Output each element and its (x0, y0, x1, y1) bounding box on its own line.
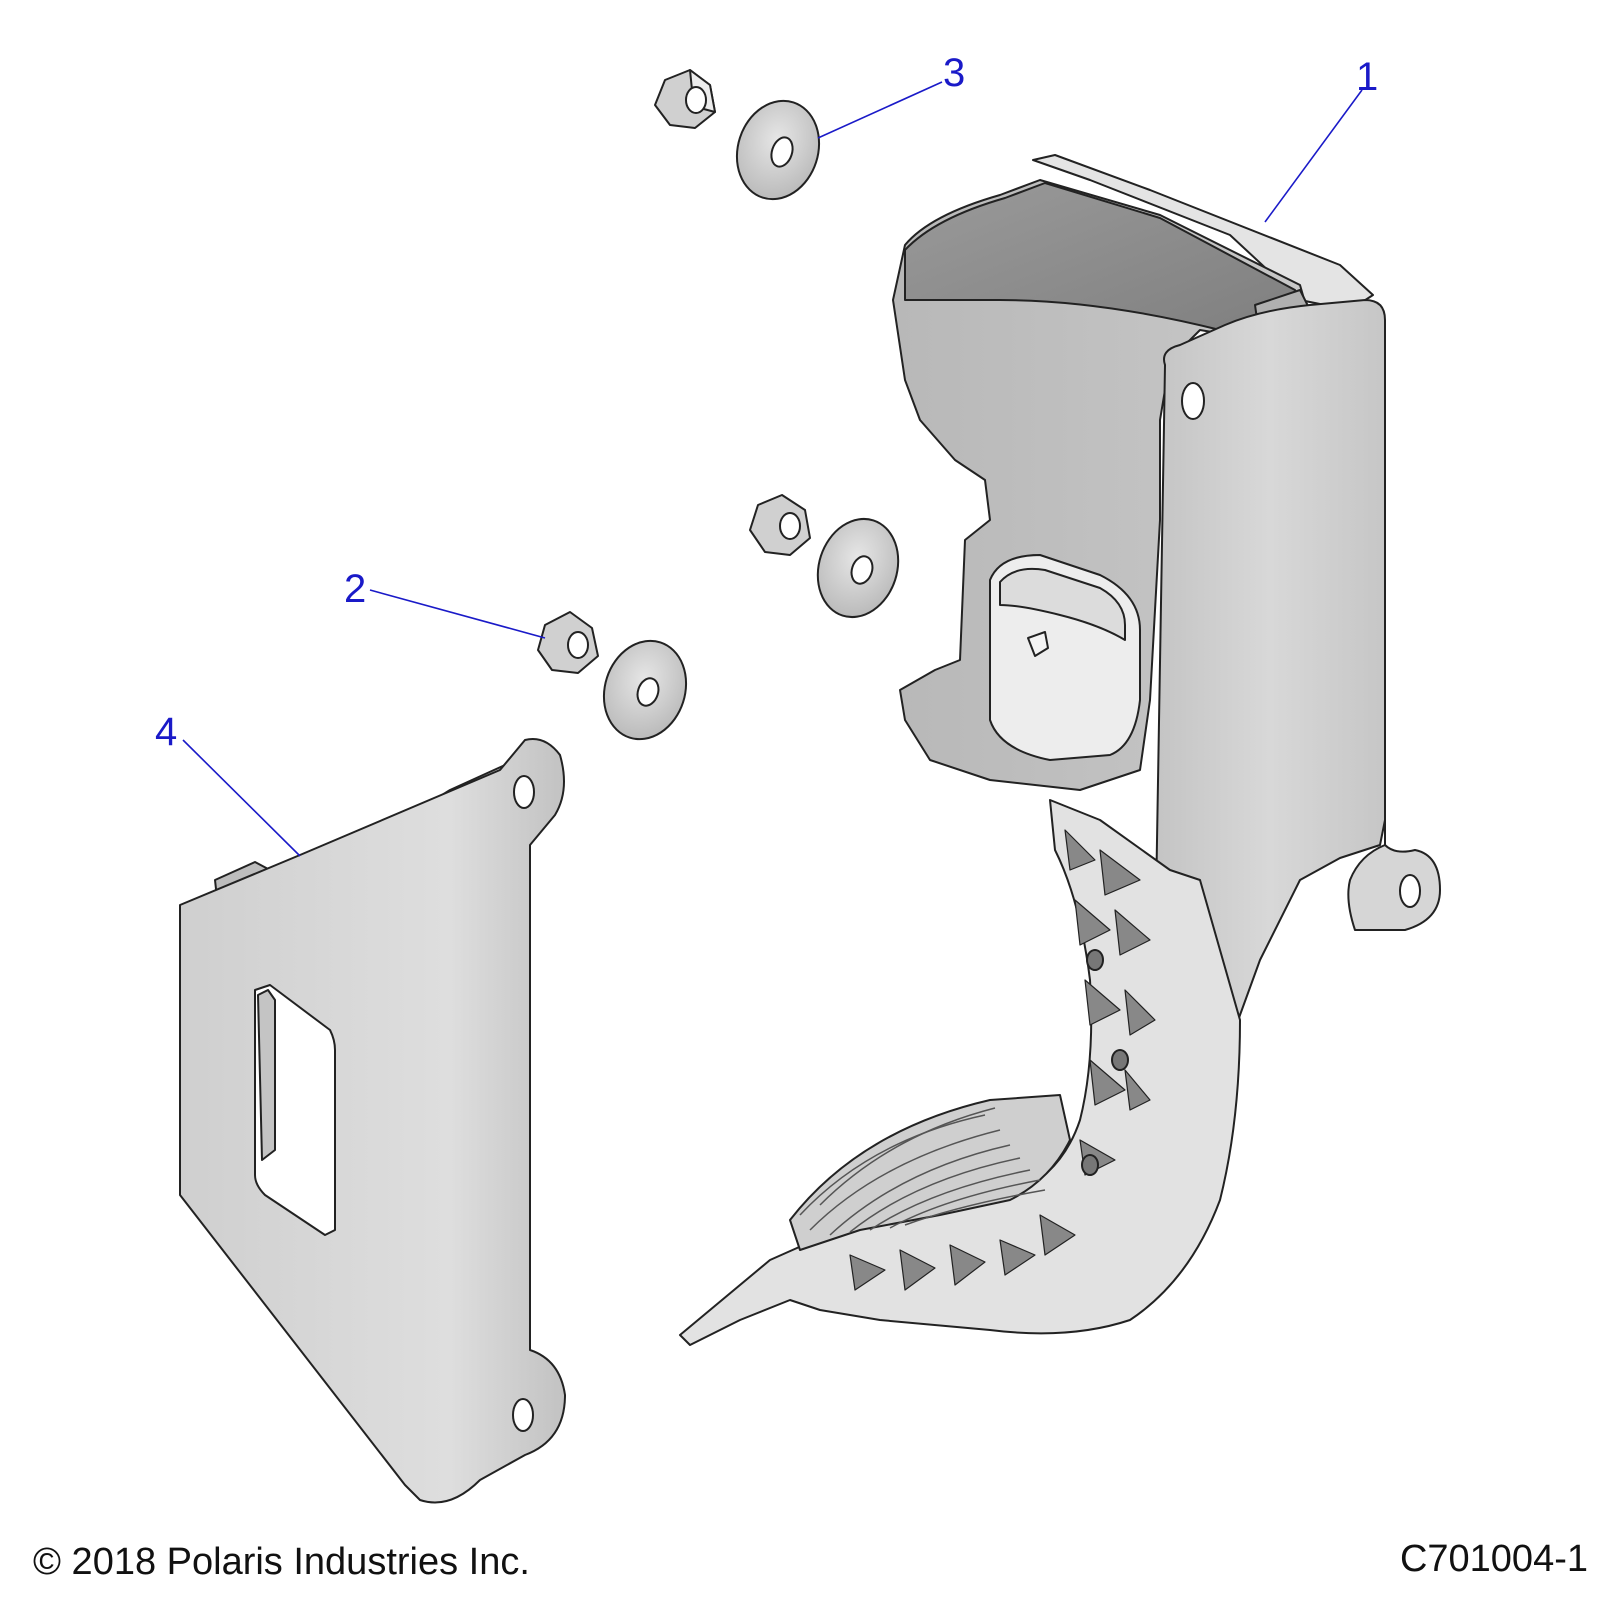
washer-middle-hole (850, 555, 874, 585)
nut-washer-part-3 (654, 69, 821, 201)
housing-top-surface (904, 182, 1306, 341)
bracket-plate (179, 738, 566, 1504)
pedal-assembly-part-1 (679, 154, 1441, 1346)
pedal-arm-hole-3 (1081, 1154, 1099, 1176)
callout-4: 4 (155, 710, 177, 754)
leader-3 (817, 81, 943, 139)
pedal-pad-ribs (799, 1107, 1046, 1236)
callout-1: 1 (1356, 55, 1378, 99)
connector-latch (1027, 631, 1049, 657)
callout-numbers: 1 2 3 4 (155, 51, 1378, 754)
leader-1 (1264, 89, 1363, 223)
nut-washer-part-2 (537, 611, 688, 741)
bracket-cutout-inner (257, 989, 276, 1161)
plate-hole-top (1181, 382, 1205, 420)
callout-3: 3 (943, 51, 965, 95)
pedal-arm-hole-1 (1086, 949, 1104, 971)
leader-4 (182, 739, 301, 857)
nut-middle-hole (779, 512, 801, 540)
nut-lower-hole (567, 631, 589, 659)
callout-leaders (182, 81, 1363, 857)
washer-top-hole (770, 136, 794, 168)
pedal-arm-ribbing (849, 829, 1156, 1291)
washer-lower-hole (636, 677, 660, 707)
callout-2: 2 (344, 567, 366, 611)
bracket-hole-bottom (512, 1398, 534, 1432)
bracket-hole-top (513, 775, 535, 809)
nut-top-hole (685, 86, 707, 114)
leader-2 (369, 589, 546, 639)
connector-face (999, 567, 1126, 641)
drawing-id: C701004-1 (1399, 1538, 1588, 1580)
plate-hole-tab (1399, 874, 1421, 908)
copyright-text: © 2018 Polaris Industries Inc. (33, 1541, 530, 1583)
nut-washer-middle (749, 494, 900, 619)
pedal-arm-hole-2 (1111, 1049, 1129, 1071)
bracket-part-4 (179, 738, 566, 1504)
